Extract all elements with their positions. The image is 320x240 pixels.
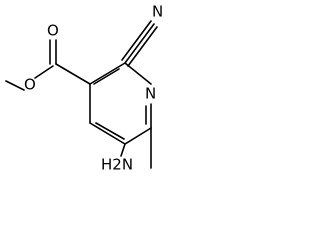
ester-c-bond [55,63,91,85]
methoxy-bond [5,80,25,91]
nitrile-bond-2 [127,26,158,67]
ring-bond-c3-c2 [124,127,152,145]
pyridine-ring [89,62,152,145]
amino-label: H2N [101,156,133,174]
ring-n-label: N [145,85,156,103]
ester-o-bond [34,65,54,79]
ester-group [5,39,91,91]
nitrile-bond-3 [121,20,152,61]
carbonyl-o-label: O [47,22,59,40]
nitrile-bond-1 [124,23,155,64]
ester-o-label: O [24,76,36,94]
nitrile-n-label: N [152,3,163,21]
ring-bond-c4-c3 [89,122,126,145]
amino-bond [120,143,126,157]
molecule-drawing: N N O O H2N [5,3,163,174]
ring-bond-c4-c3-inner [95,122,125,140]
ring-bond-n1-c6 [124,62,152,85]
nitrile-group [121,20,158,67]
ring-bond-c6-c5-inner [93,68,120,85]
ring-bond-c6-c5 [89,62,126,85]
chemical-structure-canvas: N N O O H2N [0,0,176,192]
